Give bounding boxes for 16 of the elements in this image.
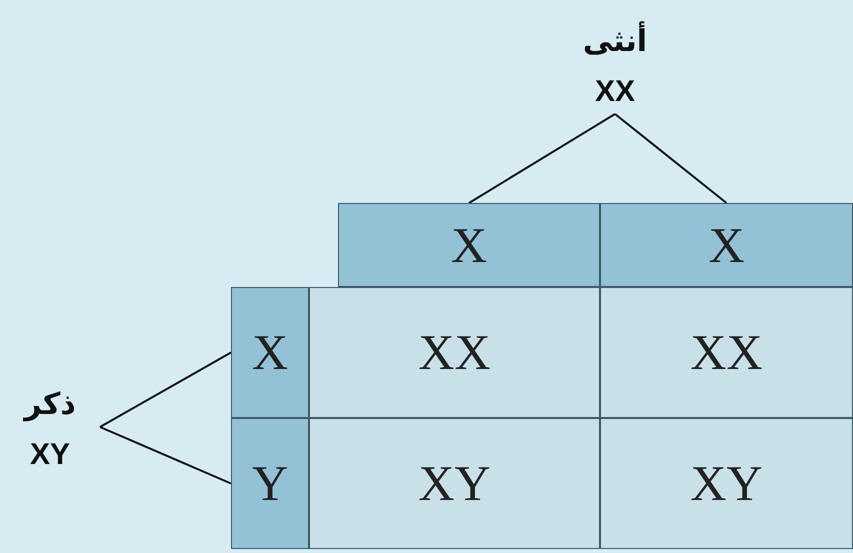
parent-label: أنثى — [582, 22, 648, 60]
parent-label: ذكر — [24, 386, 76, 424]
gamete-header-cell: X — [338, 203, 600, 287]
offspring-cell: XX — [309, 287, 600, 418]
connector-line — [100, 352, 232, 428]
genotype-label: XY — [30, 440, 70, 470]
connector-line — [614, 113, 728, 204]
connector-line — [100, 426, 232, 484]
gamete-header-cell: Y — [231, 418, 309, 549]
gamete-header-cell: X — [231, 287, 309, 418]
offspring-cell: XY — [600, 418, 853, 549]
offspring-cell: XY — [309, 418, 600, 549]
offspring-cell: XX — [600, 287, 853, 418]
genotype-label: XX — [594, 76, 636, 106]
gamete-header-cell: X — [600, 203, 853, 287]
connector-line — [468, 113, 616, 204]
